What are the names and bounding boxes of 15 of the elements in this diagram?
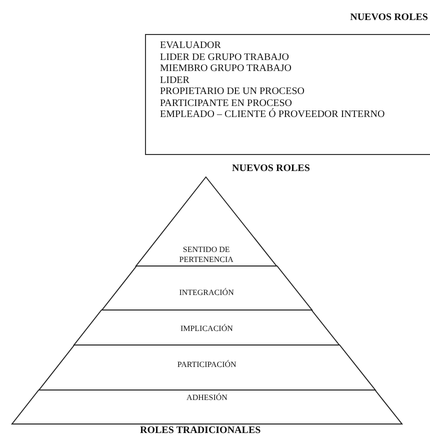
list-item: PARTICIPANTE EN PROCESO — [160, 98, 292, 108]
list-item: LIDER DE GRUPO TRABAJO — [160, 52, 289, 63]
band-label: PARTICIPACIÓN — [176, 360, 238, 370]
box-heading: NUEVOS ROLES — [350, 12, 428, 24]
band-label: ADHESIÓN — [186, 393, 228, 403]
list-item: EMPLEADO – CLIENTE Ó PROVEEDOR INTERNO — [160, 109, 385, 120]
pyramid-base-label: ROLES TRADICIONALES — [140, 425, 261, 436]
list-item: MIEMBRO GRUPO TRABAJO — [160, 63, 292, 74]
pyramid-top-label: NUEVOS ROLES — [232, 163, 310, 174]
list-item: PROPIETARIO DE UN PROCESO — [160, 86, 304, 98]
band-label: INTEGRACIÓN — [178, 288, 235, 298]
list-item: LIDER — [160, 74, 190, 86]
band-label: IMPLICACIÓN — [179, 324, 234, 334]
list-item: EVALUADOR — [160, 40, 221, 52]
band-label: SENTIDO DE PERTENENCIA — [178, 245, 234, 265]
